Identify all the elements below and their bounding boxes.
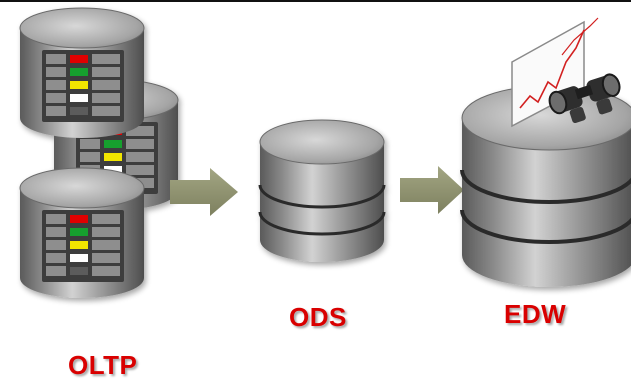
right-arrow-icon — [400, 166, 464, 214]
edw-database-icon — [460, 85, 631, 287]
oltp-server-stack-icon — [19, 7, 179, 299]
oltp-label: OLTP — [68, 350, 138, 380]
ods-database-icon — [258, 119, 386, 262]
ods-label: ODS — [289, 302, 347, 332]
right-arrow-icon — [170, 168, 238, 216]
edw-label: EDW — [504, 299, 567, 329]
binoculars-icon — [548, 73, 621, 124]
oltp-server-top-icon — [19, 7, 145, 139]
oltp-server-bottom-icon — [19, 167, 145, 299]
top-border-line — [0, 0, 631, 2]
